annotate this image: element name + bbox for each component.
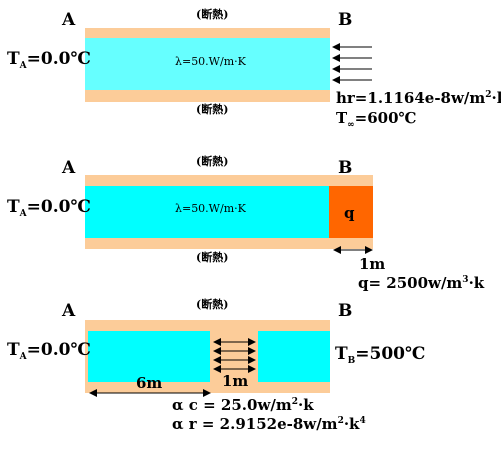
panel3-top-caption: (断熱) (196, 298, 229, 311)
panel3-length-1m: 1m (222, 372, 249, 390)
panel2-lambda: λ=50.W/m·K (175, 202, 246, 215)
panel2-heat-source (329, 186, 373, 238)
panel3-label-a: A (62, 301, 76, 321)
panel1-bottom-caption: (断熱) (196, 103, 229, 116)
panel1-radiation-arrows (332, 43, 372, 84)
panel3-length-6m: 6m (136, 374, 163, 392)
panel3-alpha-c: α c = 25.0w/m2·k (172, 396, 314, 414)
panel1-top-caption: (断熱) (196, 8, 229, 21)
panel2-top-caption: (断熱) (196, 155, 229, 168)
panel1-temperature-a: TA=0.0℃ (7, 49, 91, 71)
panel2-length-label: 1m (359, 255, 386, 273)
panel1-label-b: B (338, 10, 353, 30)
panel1-label-a: A (62, 10, 76, 30)
panel3-gap-arrows (213, 338, 256, 373)
panel2-label-b: B (338, 158, 353, 178)
panel2-q-label: q (344, 204, 355, 222)
panel1-insulation-top (85, 28, 330, 38)
panel2-conductor (85, 186, 329, 238)
panel2-temperature-a: TA=0.0℃ (7, 197, 91, 219)
panel3-conductor-left (88, 331, 210, 382)
panel1-lambda: λ=50.W/m·K (175, 55, 246, 68)
panel1-conductor (85, 38, 330, 90)
panel3-temperature-a: TA=0.0℃ (7, 340, 91, 362)
panel1-insulation-bottom (85, 90, 330, 102)
panel1-hr-value: hr=1.1164e-8w/m2·k (336, 89, 501, 107)
panel1-t-infinity: T∞=600℃ (336, 109, 417, 130)
panel3-conductor-right (258, 331, 330, 382)
panel3-label-b: B (338, 301, 353, 321)
panel3-alpha-r: α r = 2.9152e-8w/m2·k4 (172, 415, 366, 433)
panel2-bottom-caption: (断熱) (196, 251, 229, 264)
panel3-temperature-b: TB=500℃ (335, 344, 426, 366)
panel2-insulation-bottom (85, 238, 373, 249)
panel2-label-a: A (62, 158, 76, 178)
panel2-q-value: q= 2500w/m3·k (358, 274, 485, 292)
panel2-insulation-top (85, 175, 373, 186)
